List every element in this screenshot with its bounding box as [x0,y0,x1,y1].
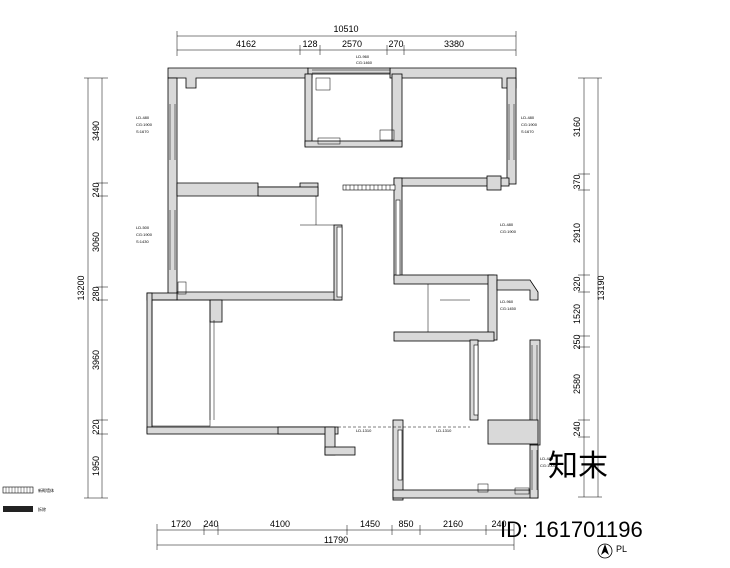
ld-bottom-1: LD-1310 [356,428,372,433]
bottom-dim-4: 1450 [360,519,380,529]
right-dim-4: 320 [572,276,582,291]
legend-solid-swatch [3,506,33,512]
north-arrow-icon: PL [597,543,627,559]
left-total-dim: 13200 [76,275,86,300]
left-dimension-chain: 13200 3490 240 3060 280 3960 220 1950 [76,77,108,499]
window-r3-l1: LD-480 [540,456,554,461]
top-dim-2: 128 [302,39,317,49]
left-dim-6: 220 [91,419,101,434]
window-tl-l3: S:1670 [136,129,149,134]
legend: 新砌墙体 拆除 [2,486,54,512]
right-dimension-chain: 13190 3160 370 2910 320 1520 250 2580 24… [572,77,606,498]
window-mr-l2: CG:1900 [500,229,517,234]
fixtures [151,77,530,495]
window-tl-l1: LD-480 [136,115,150,120]
window-r2-l1: LD-960 [500,299,514,304]
right-dim-6: 250 [572,334,582,349]
window-ml-l2: CG:1900 [136,232,153,237]
legend-solid-label: 拆除 [38,506,46,512]
right-total-dim: 13190 [596,275,606,300]
top-total-dim: 10510 [333,24,358,34]
bottom-dimension-chain: 1720 240 4100 1450 850 2160 240 11790 [156,519,515,550]
bottom-dim-3: 4100 [270,519,290,529]
window-tr-l3: S:1670 [521,129,534,134]
bottom-dim-1: 1720 [171,519,191,529]
watermark: 知末 ID: 161701196 [500,450,643,542]
new-walls [336,184,479,481]
right-dim-1: 3160 [572,117,582,137]
window-tr-l1: LD-480 [521,115,535,120]
bottom-dim-2: 240 [203,519,218,529]
left-dim-4: 280 [91,286,101,301]
left-dim-7: 1950 [91,456,101,476]
right-dim-7: 2580 [572,374,582,394]
window-top-l1: LD-960 [356,54,370,59]
window-r3-l2: CG:1000 [540,463,557,468]
top-dim-1: 4162 [236,39,256,49]
window-mr-l1: LD-480 [500,222,514,227]
top-dim-4: 270 [388,39,403,49]
window-ml-l3: S:1430 [136,239,149,244]
left-dim-3: 3060 [91,232,101,252]
right-dim-5: 1520 [572,304,582,324]
left-dim-1: 3490 [91,121,101,141]
right-dim-8: 240 [572,421,582,436]
window-ml-l1: LD-500 [136,225,150,230]
window-r2-l2: CG:1450 [500,306,517,311]
legend-hatched-label: 新砌墙体 [38,487,54,493]
bottom-dim-7: 240 [491,519,506,529]
left-dim-5: 3960 [91,350,101,370]
window-labels: LD-480 CG:1900 S:1670 LD-960 CG:1460 LD-… [136,54,557,468]
north-label: PL [616,544,627,554]
ld-bottom-2: LD-1310 [436,428,452,433]
top-dimension-chain: 10510 4162 128 2570 270 3380 [176,24,517,56]
top-dim-5: 3380 [444,39,464,49]
right-dim-3: 2910 [572,223,582,243]
walls [146,67,541,501]
top-dim-3: 2570 [342,39,362,49]
watermark-brand: 知末 [548,450,608,483]
bottom-total-dim: 11790 [324,535,348,545]
bottom-dim-5: 850 [398,519,413,529]
bottom-dim-6: 2160 [443,519,463,529]
watermark-id: ID: 161701196 [500,517,643,542]
left-dim-2: 240 [91,182,101,197]
window-tl-l2: CG:1900 [136,122,153,127]
window-top-l2: CG:1460 [356,60,373,65]
right-dim-2: 370 [572,174,582,189]
window-tr-l2: CG:1900 [521,122,538,127]
